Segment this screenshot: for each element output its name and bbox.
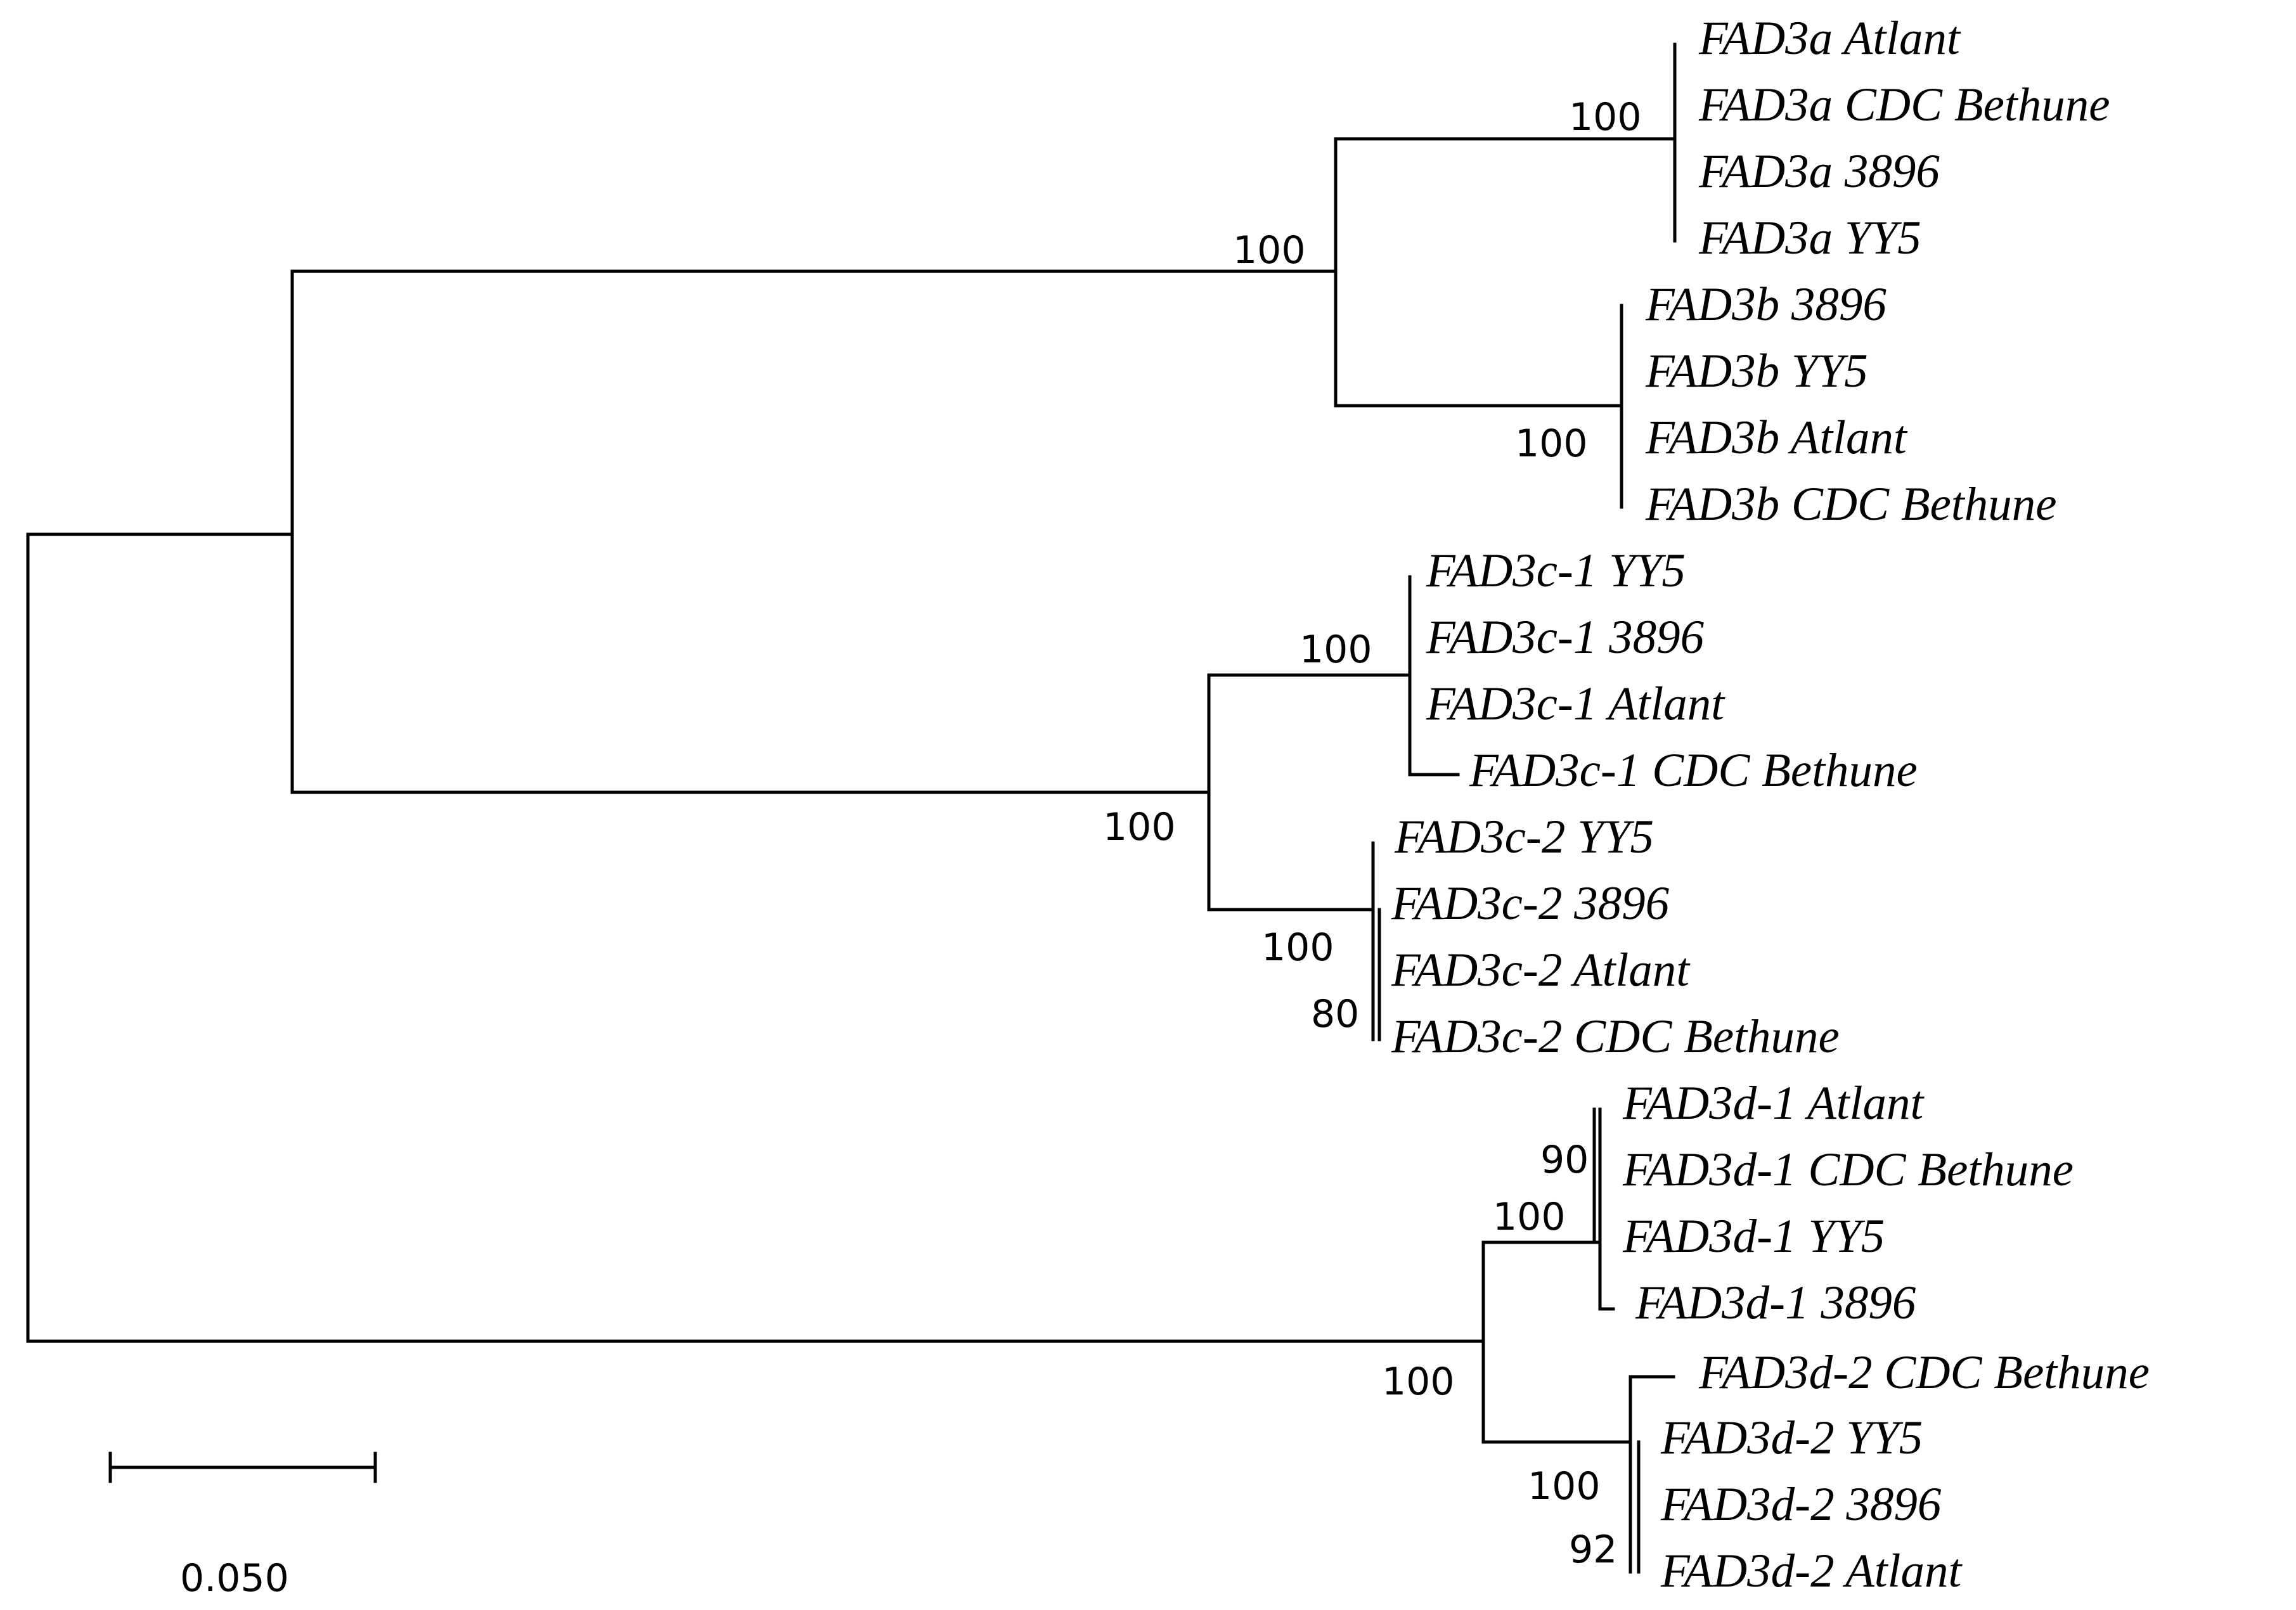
leaf-label: FAD3d-1 YY5 — [1622, 1210, 1885, 1263]
bootstrap-value: 100 — [1515, 422, 1588, 466]
leaf-label: FAD3d-2 3896 — [1660, 1478, 1942, 1531]
leaf-label: FAD3b CDC Bethune — [1645, 478, 2057, 531]
leaf-label: FAD3c-2 YY5 — [1394, 811, 1654, 863]
bootstrap-value: 100 — [1528, 1464, 1601, 1509]
leaf-label: FAD3c-2 3896 — [1391, 877, 1670, 930]
leaf-label: FAD3d-1 3896 — [1635, 1277, 1916, 1329]
bootstrap-value: 100 — [1103, 805, 1176, 849]
leaf-label: FAD3b YY5 — [1645, 345, 1868, 397]
scale-bar-label: 0.050 — [180, 1556, 289, 1600]
leaf-label: FAD3c-2 CDC Bethune — [1391, 1010, 1840, 1063]
leaf-label: FAD3c-2 Atlant — [1391, 944, 1691, 996]
bootstrap-value: 80 — [1311, 992, 1359, 1036]
leaf-label: FAD3a CDC Bethune — [1698, 79, 2110, 131]
bootstrap-value: 100 — [1233, 228, 1306, 273]
leaf-label: FAD3b 3896 — [1645, 278, 1886, 331]
bootstrap-values: 100 100 100 100 100 100 80 90 100 100 10… — [1103, 95, 1642, 1572]
scale-bar: 0.050 — [108, 1452, 377, 1600]
bootstrap-value: 100 — [1300, 628, 1372, 672]
leaf-label: FAD3d-1 Atlant — [1622, 1077, 1925, 1130]
leaf-label: FAD3a YY5 — [1698, 212, 1921, 264]
tree-branches — [26, 42, 1677, 1574]
leaf-label: FAD3c-1 Atlant — [1426, 678, 1725, 730]
leaf-label: FAD3c-1 YY5 — [1426, 544, 1686, 597]
leaf-label: FAD3a 3896 — [1698, 145, 1940, 198]
leaf-label: FAD3c-1 3896 — [1426, 611, 1705, 664]
leaf-label: FAD3a Atlant — [1698, 12, 1961, 65]
bootstrap-value: 100 — [1569, 95, 1642, 139]
bootstrap-value: 100 — [1382, 1360, 1455, 1404]
leaf-label: FAD3d-1 CDC Bethune — [1622, 1143, 2073, 1196]
bootstrap-value: 92 — [1569, 1528, 1617, 1572]
bootstrap-value: 100 — [1493, 1195, 1566, 1239]
leaf-labels: FAD3a Atlant FAD3a CDC Bethune FAD3a 389… — [1391, 12, 2150, 1597]
leaf-label: FAD3d-2 YY5 — [1660, 1412, 1923, 1464]
leaf-label: FAD3c-1 CDC Bethune — [1469, 744, 1918, 797]
bootstrap-value: 90 — [1540, 1138, 1589, 1182]
leaf-label: FAD3d-2 CDC Bethune — [1698, 1346, 2150, 1399]
bootstrap-value: 100 — [1261, 925, 1334, 970]
leaf-label: FAD3b Atlant — [1645, 411, 1908, 464]
leaf-label: FAD3d-2 Atlant — [1660, 1545, 1963, 1597]
